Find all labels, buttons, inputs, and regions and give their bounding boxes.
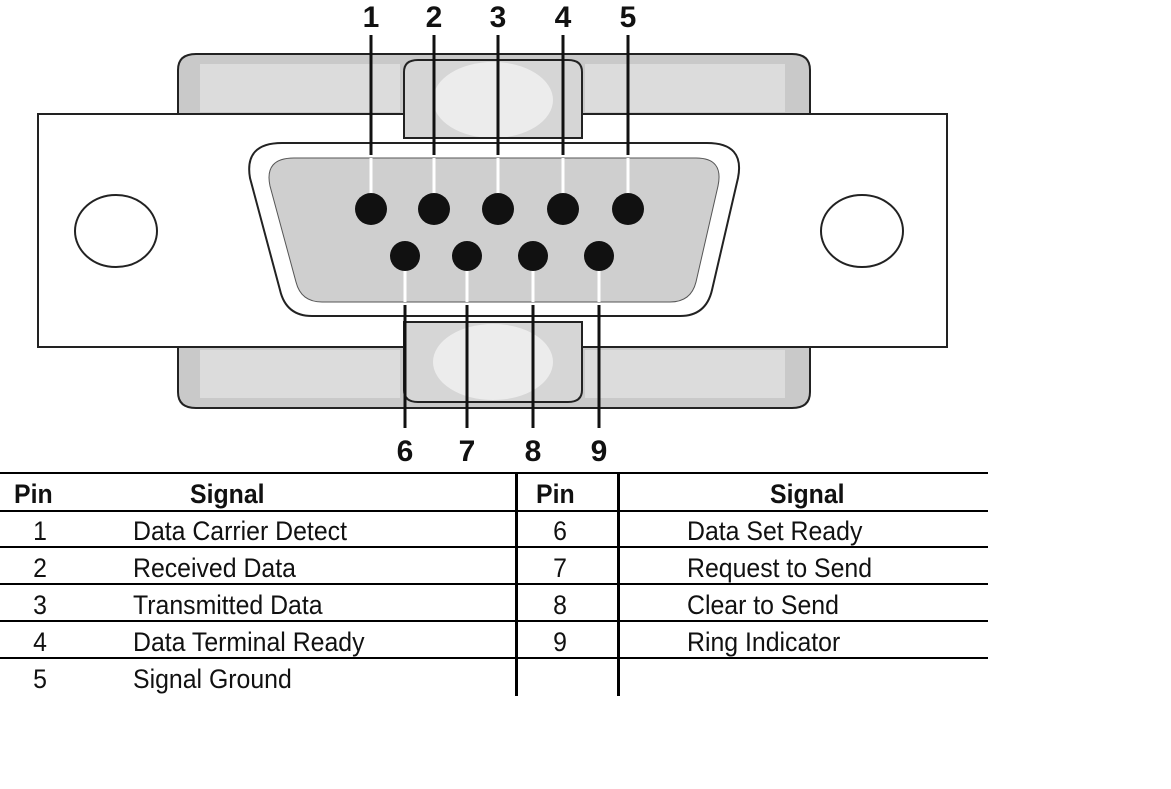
pin-label-9: 9 (591, 435, 608, 468)
table-row-pin: 5 (33, 664, 47, 694)
table-row-rule (0, 657, 988, 659)
table-row-pin: 6 (553, 516, 567, 546)
pin-label-8: 8 (525, 435, 542, 468)
table-row-signal: Received Data (133, 553, 296, 583)
pinout-table: Pin Signal Pin Signal 1 Data Carrier Det… (0, 472, 988, 696)
pin-label-7: 7 (459, 435, 476, 468)
pin-label-2: 2 (426, 1, 443, 34)
table-row-rule (0, 583, 988, 585)
pin-8-contact (518, 241, 548, 271)
pin-label-1: 1 (363, 1, 380, 34)
pin-2-contact (418, 193, 450, 225)
table-row-pin: 8 (553, 590, 567, 620)
table-row-pin: 3 (33, 590, 47, 620)
pin-4-contact (547, 193, 579, 225)
table-row-pin: 9 (553, 627, 567, 657)
table-header-rule (0, 510, 988, 512)
pin-6-contact (390, 241, 420, 271)
pin-label-5: 5 (620, 1, 637, 34)
table-row-signal: Data Carrier Detect (133, 516, 347, 546)
pin-7-contact (452, 241, 482, 271)
header-signal-left: Signal (190, 479, 265, 509)
pin-label-4: 4 (555, 1, 572, 34)
table-row-pin: 7 (553, 553, 567, 583)
pin-9-contact (584, 241, 614, 271)
d-sub-insulator (268, 157, 720, 303)
pin-label-3: 3 (490, 1, 507, 34)
header-pin-left: Pin (14, 479, 53, 509)
table-row-signal: Data Set Ready (687, 516, 863, 546)
table-top-rule (0, 472, 988, 474)
db9-connector-diagram: 1 2 3 4 5 6 7 8 9 (37, 1, 948, 468)
table-row-signal: Ring Indicator (687, 627, 841, 657)
table-column-divider (617, 472, 620, 696)
pin-3-contact (482, 193, 514, 225)
table-row-signal: Signal Ground (133, 664, 292, 694)
pin-1-contact (355, 193, 387, 225)
table-row-signal: Data Terminal Ready (133, 627, 365, 657)
table-row-rule (0, 620, 988, 622)
table-row-signal: Transmitted Data (133, 590, 323, 620)
header-pin-right: Pin (536, 479, 575, 509)
table-column-divider (515, 472, 518, 696)
header-signal-right: Signal (770, 479, 845, 509)
table-row-pin: 4 (33, 627, 47, 657)
mounting-hole-left (74, 194, 158, 268)
table-row-signal: Clear to Send (687, 590, 839, 620)
pin-label-6: 6 (397, 435, 414, 468)
table-row-rule (0, 546, 988, 548)
table-row-pin: 2 (33, 553, 47, 583)
table-row-signal: Request to Send (687, 553, 873, 583)
table-row-pin: 1 (33, 516, 47, 546)
mounting-hole-right (820, 194, 904, 268)
pin-5-contact (612, 193, 644, 225)
